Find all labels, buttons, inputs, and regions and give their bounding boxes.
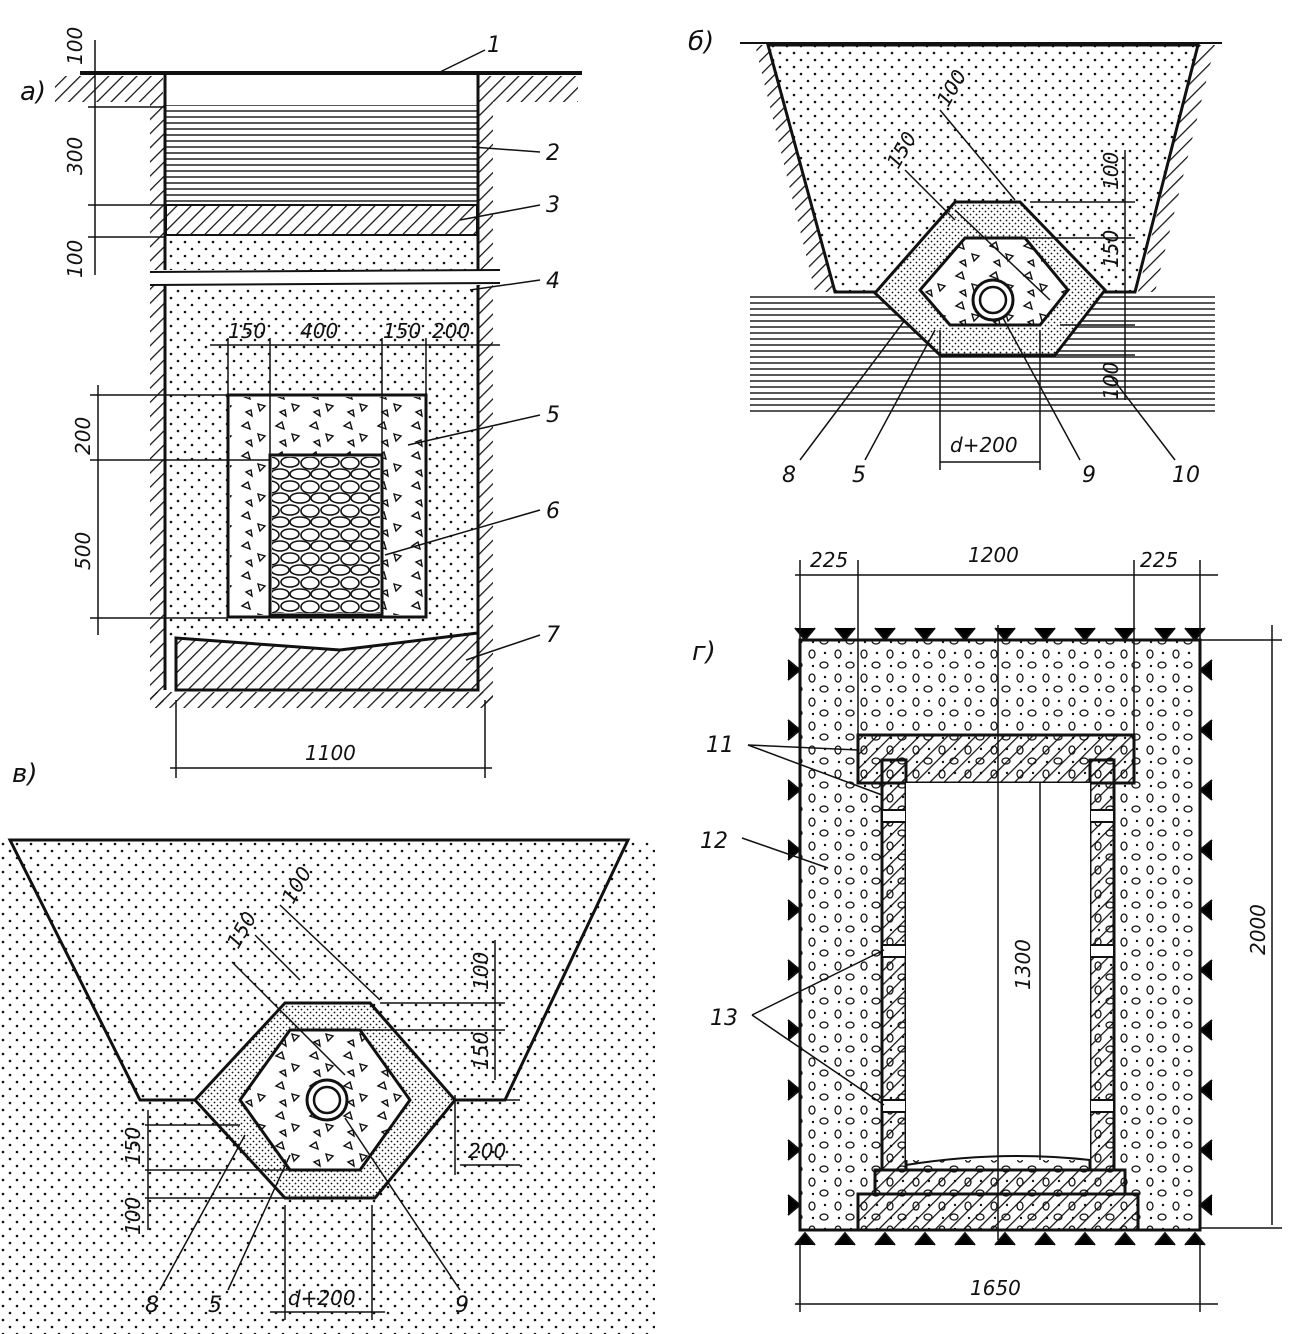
panel-b: б) 100 150 100: [688, 27, 1222, 488]
label-c-5: 5: [208, 1293, 222, 1318]
panel-b-title: б): [688, 27, 714, 57]
dim-a-1100: 1100: [305, 741, 356, 765]
leaders-b: [799, 317, 1176, 461]
leaders-d: [741, 744, 885, 1106]
label-b-9: 9: [1082, 463, 1096, 488]
dim-c-150-v: 150: [469, 1032, 493, 1070]
label-c-9: 9: [455, 1293, 469, 1318]
leaders-a: [384, 49, 541, 661]
dim-b-150-v: 150: [1099, 230, 1123, 268]
dim-a-500: 500: [71, 532, 95, 570]
label-a-7: 7: [546, 623, 560, 648]
label-a-2: 2: [546, 141, 560, 166]
slope-hatch-right-b: [1138, 45, 1215, 292]
layer-3: [165, 204, 478, 236]
wall-hatch-left-lower: [150, 285, 164, 705]
panel-a: а): [20, 27, 582, 778]
panel-d-title: г): [692, 637, 716, 667]
dims-b: [904, 109, 1135, 470]
dim-d-225-left: 225: [810, 548, 848, 572]
label-a-5: 5: [546, 403, 560, 428]
dim-c-150-left: 150: [121, 1127, 145, 1165]
label-a-1: 1: [487, 33, 501, 58]
dim-a-100-top: 100: [63, 27, 87, 65]
label-b-8: 8: [782, 463, 796, 488]
label-c-8: 8: [145, 1293, 159, 1318]
dim-b-100-v2: 100: [1099, 362, 1123, 400]
label-d-11: 11: [706, 733, 734, 758]
dim-c-d-plus-200: d+200: [288, 1286, 356, 1310]
dim-a-150-right: 150: [383, 319, 421, 343]
bottom-slab-upper: [873, 1168, 1127, 1196]
break-line-a: [149, 269, 501, 273]
label-d-13: 13: [710, 1006, 738, 1031]
dim-d-225-right: 225: [1140, 548, 1178, 572]
leaders-c: [159, 1117, 461, 1291]
pipe-9-b-inner: [978, 285, 1008, 315]
label-a-4: 4: [546, 269, 560, 294]
bottom-hatch: [150, 692, 493, 708]
dim-c-100-left: 100: [121, 1197, 145, 1235]
stone-core-6-fill: [272, 457, 380, 613]
dim-a-200-right: 200: [432, 319, 470, 343]
chamber-floor-curve: [905, 1155, 1091, 1166]
panel-a-title: а): [20, 77, 46, 107]
label-d-12: 12: [700, 829, 728, 854]
dim-b-d-plus-200: d+200: [950, 433, 1018, 457]
pipe-9-c-inner: [312, 1085, 342, 1115]
dims-c: [145, 904, 520, 1320]
label-b-10: 10: [1172, 463, 1200, 488]
wall-hatch-right-upper: [479, 102, 493, 270]
dim-d-1200: 1200: [968, 543, 1019, 567]
dim-a-400: 400: [300, 319, 338, 343]
dim-d-1650: 1650: [970, 1276, 1021, 1300]
dim-c-100-v: 100: [469, 952, 493, 990]
dim-c-200: 200: [468, 1139, 506, 1163]
base-layer-7: [174, 631, 480, 692]
panel-d: г): [692, 543, 1282, 1312]
soil-ticks: [787, 627, 1213, 1246]
sand-band-top: [166, 237, 477, 270]
panel-c-title: в): [12, 759, 37, 789]
dim-a-200-vert: 200: [71, 417, 95, 455]
break-line-a2: [149, 282, 501, 286]
dim-a-300: 300: [63, 137, 87, 175]
layer-clay-2: [166, 105, 477, 205]
label-a-6: 6: [546, 499, 560, 524]
ground-hatch-left: [55, 76, 163, 102]
dim-d-1300: 1300: [1011, 939, 1035, 990]
dims-a: [88, 40, 500, 778]
dim-a-150-left: 150: [228, 319, 266, 343]
label-b-5: 5: [852, 463, 866, 488]
ground-hatch-right: [478, 76, 578, 102]
dims-d: [795, 560, 1282, 1312]
label-a-3: 3: [546, 193, 560, 218]
wall-hatch-left-upper: [150, 102, 164, 270]
dim-a-100-mid: 100: [63, 240, 87, 278]
dim-d-2000: 2000: [1246, 904, 1270, 955]
panel-c: в) 100 150 100: [0, 759, 655, 1334]
dim-b-100-v1: 100: [1099, 152, 1123, 190]
wall-hatch-right-lower: [479, 285, 493, 705]
slope-hatch-left-b: [755, 45, 835, 292]
